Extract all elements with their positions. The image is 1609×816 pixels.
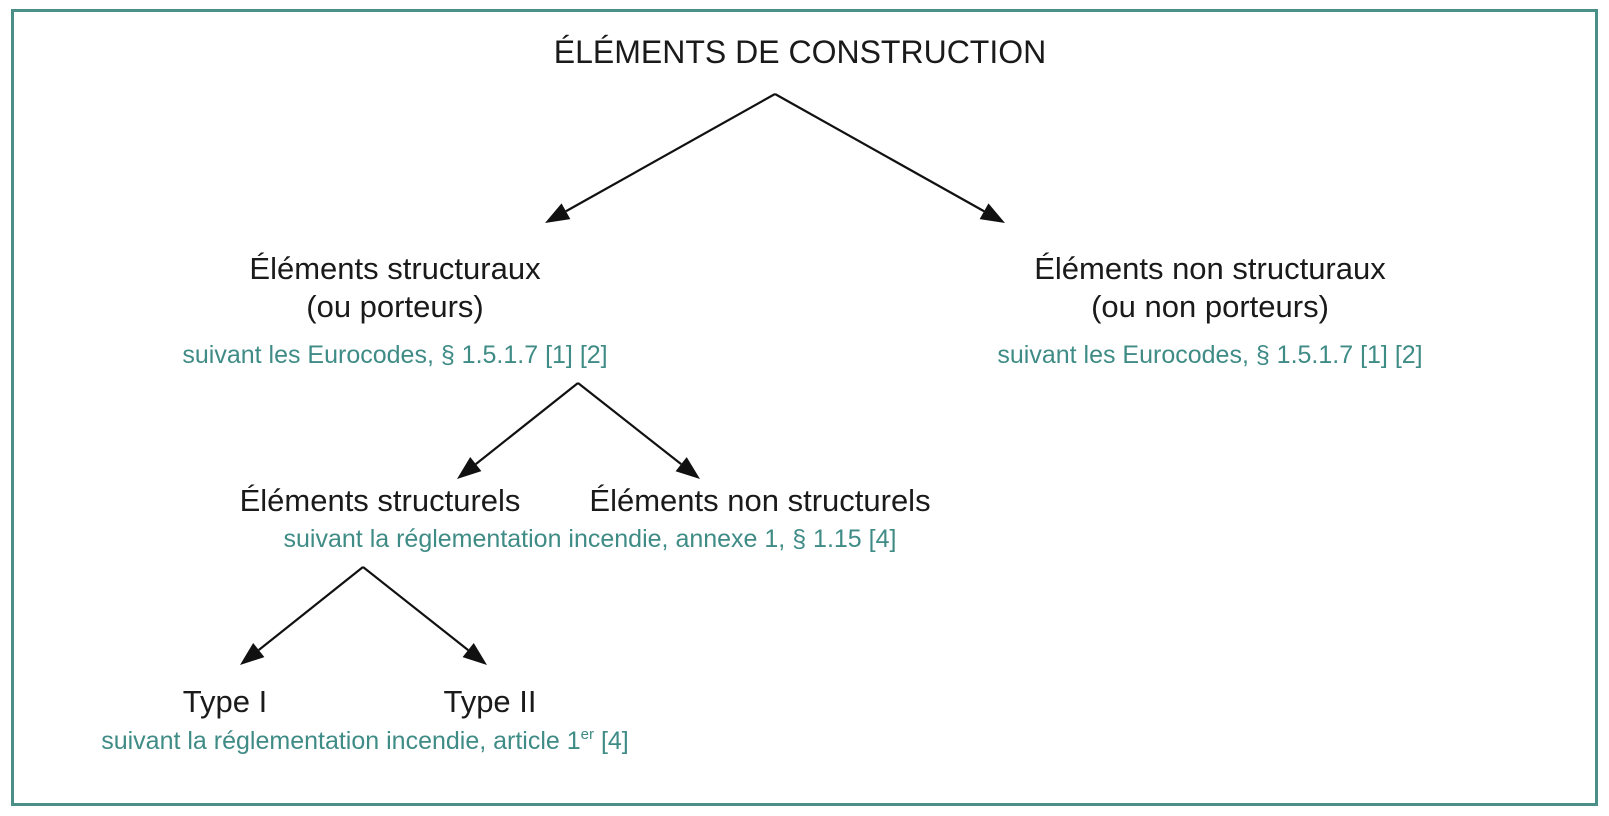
- node-type-1: Type I: [182, 684, 268, 719]
- node-non-structurels: Éléments non structurels: [589, 483, 931, 518]
- arrow-to-non-structural-line: [774, 93, 985, 213]
- node-non-structural-reference: suivant les Eurocodes, § 1.5.1.7 [1] [2]: [997, 341, 1423, 369]
- arrow-to-non-structurels-line: [577, 382, 682, 466]
- arrow-to-non-structurels-head: [675, 457, 700, 479]
- node-structurels: Éléments structurels: [239, 483, 521, 518]
- node-type-2: Type II: [443, 684, 537, 719]
- arrow-to-non-structural-head: [979, 203, 1005, 223]
- arrow-to-type-1-head: [240, 643, 265, 665]
- types-reference-main: suivant la réglementation incendie, arti…: [101, 727, 581, 755]
- types-reference-end: [4]: [594, 727, 629, 755]
- diagram-frame: [11, 9, 1598, 806]
- types-reference-superscript: er: [580, 726, 595, 743]
- node-structural-line1: Éléments structuraux: [249, 251, 541, 286]
- node-non-structural-line2: (ou non porteurs): [1091, 289, 1329, 324]
- arrow-to-type-2-head: [462, 643, 487, 665]
- node-structural-line2: (ou porteurs): [306, 289, 484, 324]
- arrow-to-structurels-head: [457, 457, 482, 479]
- arrow-to-structurels-line: [475, 382, 579, 465]
- arrow-to-type-2-line: [362, 566, 469, 651]
- arrow-to-structural-head: [545, 203, 571, 223]
- arrow-to-type-1-line: [258, 566, 364, 651]
- structurels-reference: suivant la réglementation incendie, anne…: [283, 525, 897, 553]
- arrow-to-structural-line: [565, 93, 776, 213]
- node-non-structural: Éléments non structuraux (ou non porteur…: [1010, 250, 1410, 326]
- node-structural: Éléments structuraux (ou porteurs): [200, 250, 590, 326]
- node-structural-reference: suivant les Eurocodes, § 1.5.1.7 [1] [2]: [182, 341, 608, 369]
- types-reference: suivant la réglementation incendie, arti…: [55, 726, 675, 756]
- diagram-title: ÉLÉMENTS DE CONSTRUCTION: [553, 34, 1047, 70]
- node-non-structural-line1: Éléments non structuraux: [1034, 251, 1386, 286]
